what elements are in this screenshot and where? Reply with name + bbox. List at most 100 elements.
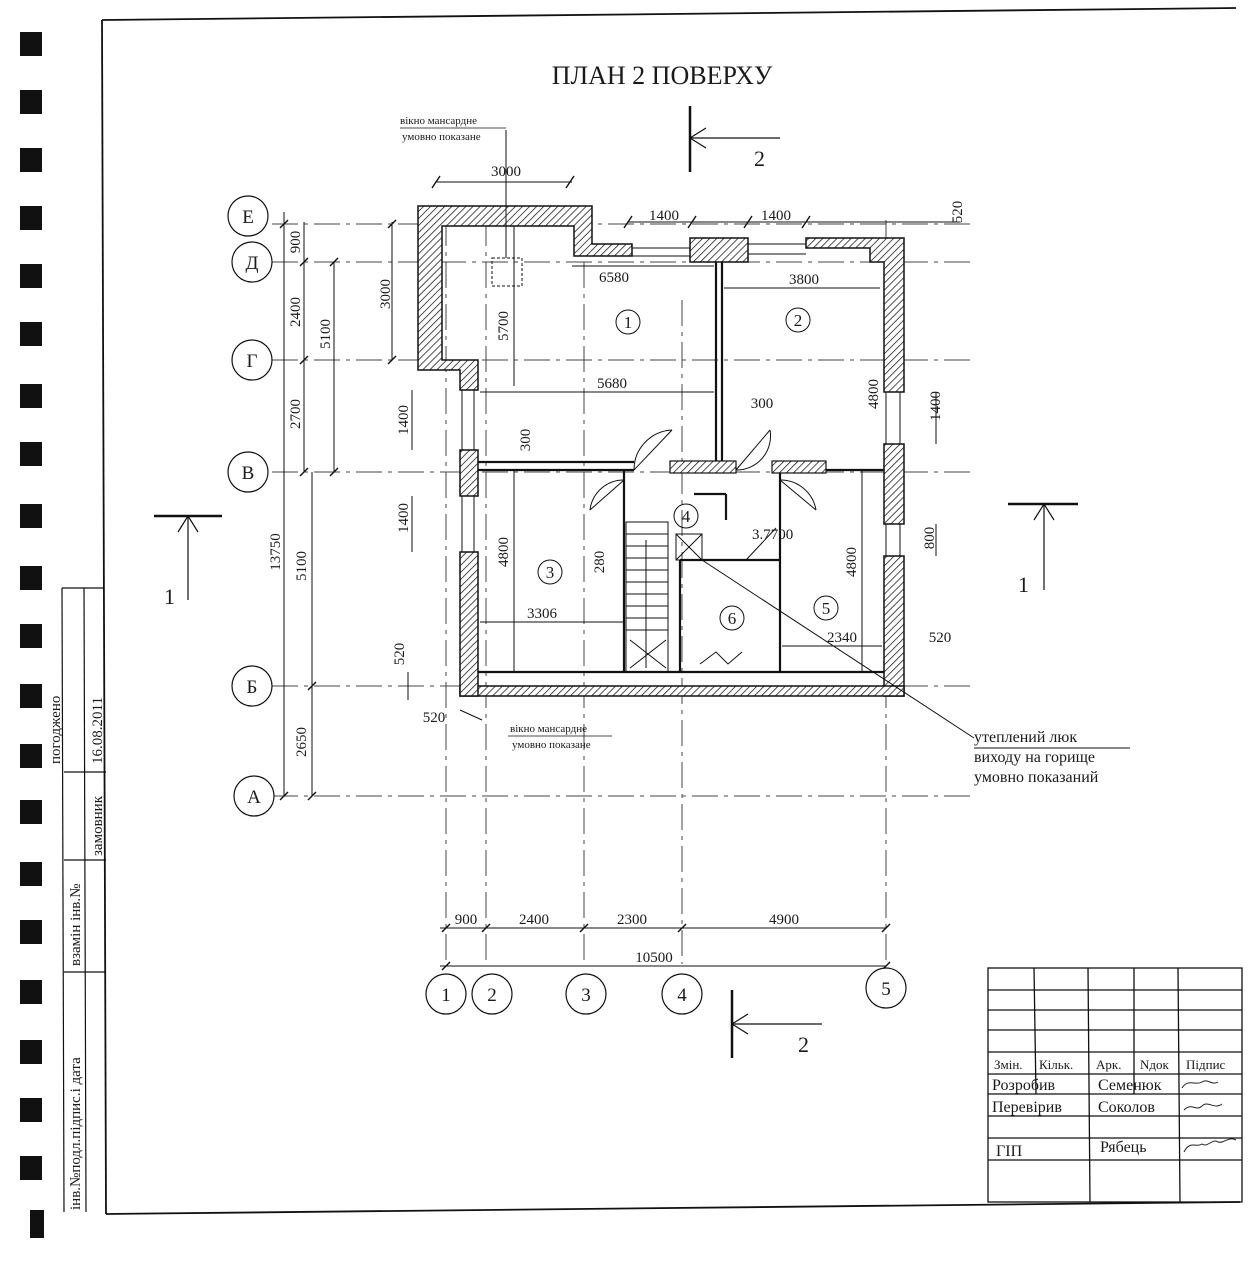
tb-header-kilk: Кільк. <box>1039 1057 1073 1072</box>
dim-3306: 3306 <box>527 606 558 622</box>
note-skylight-bottom-1: вікно мансардне <box>510 723 587 735</box>
dim-520-top: 520 <box>950 201 966 224</box>
axis-E: Е <box>242 207 254 228</box>
dim-1400-left-b: 1400 <box>396 503 412 533</box>
dim-2300-bottom: 2300 <box>617 912 647 928</box>
dimension-labels: 3000 1400 1400 520 900 2400 5100 3000 27… <box>268 164 966 966</box>
section-2-top-label: 2 <box>754 146 765 171</box>
dim-520-bottom-left: 520 <box>423 710 446 726</box>
axis-D: Д <box>246 253 259 274</box>
dim-6580: 6580 <box>599 270 629 286</box>
dim-13750: 13750 <box>268 533 284 571</box>
axis-2: 2 <box>487 985 497 1006</box>
exterior-wall <box>417 205 633 391</box>
dim-5100-bot: 5100 <box>294 551 310 581</box>
dim-4900-bottom: 4900 <box>769 912 799 928</box>
tb-name-chief: Рябець <box>1100 1139 1147 1156</box>
tb-name-developed: Семенюк <box>1098 1077 1162 1094</box>
dim-5100-top: 5100 <box>318 319 334 349</box>
dim-1400-left-a: 1400 <box>396 405 412 435</box>
note-hatch-2: виходу на горище <box>974 749 1095 766</box>
section-2-bottom-label: 2 <box>798 1032 809 1057</box>
axis-B: Б <box>247 677 258 698</box>
tb-name-checked: Соколов <box>1098 1099 1155 1116</box>
axis-4: 4 <box>677 985 687 1006</box>
exterior-wall-top-right <box>689 237 749 263</box>
dim-3000-top: 3000 <box>491 164 521 180</box>
tb-role-chief: ГІП <box>996 1143 1023 1160</box>
dim-2650: 2650 <box>294 727 310 757</box>
axis-G: Г <box>247 351 258 372</box>
exterior-wall-left-mid <box>459 449 479 497</box>
room-labels <box>537 307 839 631</box>
axis-V: В <box>242 463 255 484</box>
binding-marks <box>20 32 44 1238</box>
exterior-wall-bottom <box>459 685 905 697</box>
dim-2400-left: 2400 <box>288 297 304 327</box>
room-3-label: 3 <box>546 563 555 582</box>
plan-title: ПЛАН 2 ПОВЕРХУ <box>552 61 773 90</box>
exterior-wall-left-lower <box>459 551 479 697</box>
dim-1400-b: 1400 <box>761 208 791 224</box>
flue-block-left <box>669 460 737 474</box>
note-hatch-3: умовно показаний <box>974 769 1099 786</box>
walls <box>417 205 905 697</box>
dim-520-right: 520 <box>929 630 952 646</box>
room4-area: 3.7700 <box>752 527 793 543</box>
doors <box>589 429 817 561</box>
stamp-pogodzheno: погоджено <box>48 696 64 764</box>
side-stamp <box>61 587 106 1213</box>
axis-3: 3 <box>581 985 591 1006</box>
axis-bubbles <box>227 195 907 1015</box>
note-skylight-bottom-2: умовно показане <box>512 739 591 751</box>
tb-header-ark: Арк. <box>1096 1057 1121 1072</box>
tb-header-pidpys: Підпис <box>1186 1057 1226 1072</box>
dim-300-hall: 300 <box>751 396 774 412</box>
signatures <box>1181 1080 1237 1153</box>
section-marks <box>154 106 1078 1058</box>
dim-2340: 2340 <box>827 630 857 646</box>
section-1-left-label: 1 <box>164 584 175 609</box>
note-hatch-1: утеплений люк <box>974 729 1077 746</box>
dim-4800-right: 4800 <box>866 379 882 409</box>
note-skylight-top-1: вікно мансардне <box>400 115 477 127</box>
dim-3000-left: 3000 <box>378 279 394 309</box>
stamp-zamovnyk: замовник <box>90 795 106 856</box>
dim-4800-room5: 4800 <box>844 547 860 577</box>
dim-280: 280 <box>592 551 608 574</box>
dim-800: 800 <box>922 527 938 550</box>
skylight-bottom <box>699 651 743 665</box>
title-block <box>987 967 1243 1203</box>
dim-4800-room3: 4800 <box>496 537 512 567</box>
axis-1: 1 <box>441 985 451 1006</box>
room-4-label: 4 <box>682 507 691 526</box>
tb-role-checked: Перевірив <box>992 1099 1062 1116</box>
section-1-right-label: 1 <box>1018 572 1029 597</box>
dim-900-left: 900 <box>288 231 304 254</box>
dimension-lines <box>283 181 960 967</box>
axis-5: 5 <box>881 979 891 1000</box>
dim-2400-bottom: 2400 <box>519 912 549 928</box>
attic-hatch <box>675 533 1130 749</box>
room-1-label: 1 <box>624 313 633 332</box>
tb-header-zmin: Змін. <box>994 1057 1023 1072</box>
stamp-date: 16.08.2011 <box>90 697 106 764</box>
axis-A: А <box>247 787 261 808</box>
note-skylight-top-2: умовно показане <box>402 131 481 143</box>
exterior-wall-right-bottom <box>883 555 905 697</box>
staircase <box>625 521 669 673</box>
dim-2700-left: 2700 <box>288 399 304 429</box>
dim-10500: 10500 <box>635 950 673 966</box>
room-6-label: 6 <box>728 609 737 628</box>
stamp-pidpys: інв.№подл.підпис.і дата <box>68 1057 84 1210</box>
dim-900-bottom: 900 <box>455 912 478 928</box>
dim-3800: 3800 <box>789 272 819 288</box>
dim-1400-right: 1400 <box>928 391 944 421</box>
dimension-ticks <box>279 175 891 971</box>
flue-block-right <box>771 460 827 474</box>
sheet-frame <box>101 7 1241 1215</box>
tb-header-ndok: Nдок <box>1140 1057 1170 1072</box>
room-5-label: 5 <box>822 599 831 618</box>
dim-300-room3: 300 <box>518 429 534 452</box>
